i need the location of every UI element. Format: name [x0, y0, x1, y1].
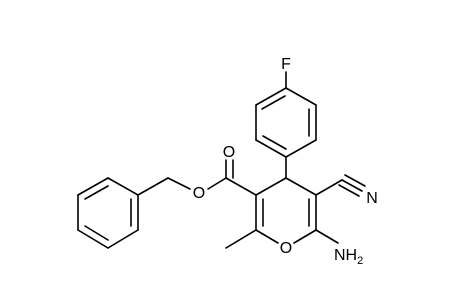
- bond-bz2: [107, 229, 139, 249]
- carbonyl-oxygen-label: O: [223, 144, 235, 161]
- amino-subscript: 2: [357, 255, 363, 267]
- bond-cn-triple-b: [344, 174, 366, 187]
- bond-ar6: [285, 87, 317, 106]
- bond-c-oester: [207, 177, 227, 190]
- pyran-ring: [255, 156, 317, 244]
- bond-ch2-ph: [137, 177, 169, 196]
- bond-cn-triple-c: [338, 184, 360, 197]
- bond-ar3: [255, 139, 287, 158]
- ring-oxygen-label: O: [280, 240, 292, 257]
- bond-c3-carbonyl: [225, 177, 257, 196]
- bond-c2-o1: [255, 229, 279, 244]
- substituents: [137, 159, 366, 249]
- fluorine-label: F: [281, 56, 291, 73]
- benzyl-ring: [77, 177, 139, 249]
- bond-ar1: [255, 87, 287, 106]
- bond-bz5: [77, 177, 109, 196]
- ester-oxygen-label: O: [193, 185, 205, 202]
- bond-bz6: [107, 177, 139, 196]
- amino-group-label: NH2: [334, 247, 363, 267]
- bond-ar4: [285, 139, 317, 158]
- bond-cn-triple-a: [341, 179, 363, 192]
- bond-c6-nh2: [315, 229, 339, 244]
- bond-bz3-inner: [84, 225, 109, 241]
- bond-c4-c5: [285, 177, 317, 196]
- bond-o1-c6: [293, 229, 317, 244]
- bond-ar3-inner: [262, 135, 287, 150]
- bond-bz3: [77, 229, 109, 249]
- bond-bz5-inner: [84, 185, 109, 200]
- bond-c5-cn: [315, 179, 343, 196]
- atom-labels: F O O O N NH2: [193, 56, 378, 267]
- amino-nh-text: NH: [334, 247, 357, 264]
- bond-c4-c3: [255, 177, 287, 196]
- bond-ar1-inner: [261, 95, 286, 110]
- bond-c2-methyl: [225, 229, 257, 249]
- nitrile-nitrogen-label: N: [366, 190, 378, 207]
- fluorophenyl-ring: [255, 71, 317, 158]
- bond-oester-ch2: [167, 177, 191, 190]
